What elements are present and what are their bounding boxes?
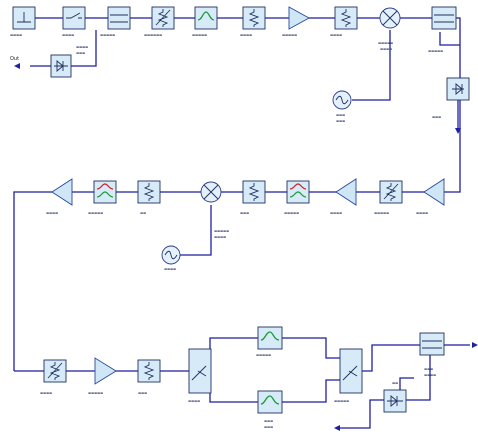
detector-block-right[interactable]: ▬▬▬	[432, 77, 470, 119]
svg-text:▬▬▬▬▬: ▬▬▬▬▬	[214, 229, 229, 233]
svg-text:▬▬▬▬: ▬▬▬▬	[188, 399, 200, 403]
svg-text:▬▬▬▬: ▬▬▬▬	[380, 47, 392, 51]
bandpass-filter-block-1[interactable]: ▬▬▬▬▬	[192, 6, 218, 37]
attenuator-block-1[interactable]: ▬▬▬▬	[240, 6, 266, 37]
svg-text:▬▬▬: ▬▬▬	[240, 211, 249, 215]
attenuator-block-4[interactable]: ▬▬	[137, 180, 161, 215]
svg-text:▬▬▬▬: ▬▬▬▬	[424, 373, 436, 377]
svg-text:▬▬▬: ▬▬▬	[432, 115, 441, 119]
svg-text:▬▬▬: ▬▬▬	[264, 425, 273, 429]
svg-text:▬▬▬▬: ▬▬▬▬	[76, 45, 88, 49]
mixer-block-2[interactable]: ▬▬▬▬▬ ▬▬▬▬	[200, 181, 229, 239]
svg-text:▬▬▬▬▬: ▬▬▬▬▬	[282, 33, 297, 37]
variable-attenuator-block-1[interactable]: ▬▬▬▬▬▬	[144, 6, 175, 37]
detector-block-bottom[interactable]: ▬▬	[383, 381, 407, 413]
switch-block-1[interactable]: ▬▬▬▬	[62, 6, 86, 37]
svg-text:▬▬▬: ▬▬▬	[336, 119, 345, 123]
attenuator-block-2[interactable]: ▬▬▬▬	[330, 6, 358, 37]
switch-block-2[interactable]: ▬▬▬▬	[188, 348, 212, 403]
svg-text:▬▬▬: ▬▬▬	[76, 51, 85, 55]
svg-text:▬▬▬▬▬: ▬▬▬▬▬	[88, 391, 103, 395]
svg-text:▬▬▬: ▬▬▬	[138, 391, 147, 395]
svg-text:▬▬: ▬▬	[392, 381, 398, 385]
svg-text:▬▬▬▬: ▬▬▬▬	[330, 211, 342, 215]
svg-text:▬▬▬▬▬: ▬▬▬▬▬	[192, 33, 207, 37]
svg-text:▬▬▬▬: ▬▬▬▬	[330, 33, 342, 37]
coupler-block-1[interactable]: ▬▬▬▬▬	[100, 6, 131, 37]
row-3-blocks: ▬▬▬▬ ▬▬▬▬▬ ▬▬▬ ▬▬▬▬ ▬▬▬▬▬ ▬▬▬ ▬▬▬	[40, 326, 478, 431]
svg-text:▬▬▬▬▬: ▬▬▬▬▬	[374, 211, 389, 215]
bandpass-filter-block-lower[interactable]: ▬▬▬ ▬▬▬	[257, 390, 283, 429]
svg-text:▬▬▬▬: ▬▬▬▬	[40, 391, 52, 395]
switch-block-3[interactable]: ▬▬▬▬▬	[334, 348, 363, 403]
svg-text:▬▬▬▬: ▬▬▬▬	[214, 235, 226, 239]
amplifier-block-1[interactable]: ▬▬▬▬▬	[282, 6, 310, 37]
svg-text:▬▬▬▬▬: ▬▬▬▬▬	[334, 399, 349, 403]
svg-text:▬▬▬▬: ▬▬▬▬	[164, 267, 176, 271]
variable-attenuator-block-2[interactable]: ▬▬▬▬▬	[374, 180, 403, 215]
coupler-block-3[interactable]: ▬▬▬ ▬▬▬▬	[419, 332, 445, 377]
row-2-blocks: ▬▬▬▬ ▬▬▬▬▬ ▬▬▬▬ ▬▬▬▬▬ ▬▬▬ ▬▬▬▬▬ ▬▬▬▬	[46, 178, 445, 271]
svg-text:▬▬▬▬: ▬▬▬▬	[416, 211, 428, 215]
svg-text:▬▬: ▬▬	[140, 211, 146, 215]
amplifier-block-3[interactable]: ▬▬▬▬	[330, 178, 357, 215]
filter-block-2[interactable]: ▬▬▬▬▬	[284, 180, 310, 215]
local-oscillator-1[interactable]: ▬▬▬ ▬▬▬	[332, 90, 352, 123]
arrow-right-icon	[472, 342, 478, 348]
signal-source-block[interactable]: ▬▬▬▬	[10, 6, 36, 37]
svg-text:▬▬▬▬▬: ▬▬▬▬▬	[428, 49, 443, 53]
svg-text:▬▬▬▬▬: ▬▬▬▬▬	[256, 353, 271, 357]
output-label-top: Out	[10, 56, 19, 62]
amplifier-block-5[interactable]: ▬▬▬▬▬	[88, 357, 117, 395]
svg-text:▬▬▬▬: ▬▬▬▬	[62, 33, 74, 37]
coupler-block-2[interactable]: ▬▬▬▬▬	[428, 6, 457, 53]
attenuator-block-3[interactable]: ▬▬▬	[240, 180, 266, 215]
svg-text:▬▬▬▬▬: ▬▬▬▬▬	[100, 33, 115, 37]
svg-text:▬▬▬▬▬▬: ▬▬▬▬▬▬	[144, 33, 162, 37]
arrow-left-icon-bottom	[334, 425, 340, 431]
attenuator-block-5[interactable]: ▬▬▬	[137, 359, 161, 395]
svg-text:▬▬▬: ▬▬▬	[336, 113, 345, 117]
variable-attenuator-block-3[interactable]: ▬▬▬▬	[40, 359, 67, 395]
svg-text:▬▬▬: ▬▬▬	[424, 367, 433, 371]
amplifier-block-2[interactable]: ▬▬▬▬	[416, 178, 445, 215]
detector-block-left[interactable]: ▬▬▬▬ ▬▬▬	[50, 45, 88, 78]
mixer-block-1[interactable]: ▬▬▬▬▬ ▬▬▬▬	[378, 7, 401, 51]
svg-text:▬▬▬: ▬▬▬	[264, 419, 273, 423]
amplifier-block-4[interactable]: ▬▬▬▬	[46, 178, 73, 215]
wires-row-1	[30, 17, 461, 176]
filter-block-3[interactable]: ▬▬▬▬▬	[88, 180, 117, 215]
wires-row-2	[13, 176, 461, 371]
svg-text:▬▬▬▬▬: ▬▬▬▬▬	[88, 211, 103, 215]
arrow-down-icon	[455, 128, 461, 134]
arrow-left-icon	[14, 63, 20, 69]
wires-row-3	[14, 337, 470, 429]
bandpass-filter-block-upper[interactable]: ▬▬▬▬▬	[256, 326, 283, 357]
svg-text:▬▬▬▬: ▬▬▬▬	[46, 211, 58, 215]
svg-text:▬▬▬▬: ▬▬▬▬	[240, 33, 252, 37]
svg-text:▬▬▬▬▬: ▬▬▬▬▬	[378, 41, 393, 45]
local-oscillator-2[interactable]: ▬▬▬▬	[161, 245, 181, 271]
svg-text:▬▬▬▬: ▬▬▬▬	[10, 33, 22, 37]
row-1-blocks: ▬▬▬▬ ▬▬▬▬ ▬▬▬▬▬ ▬▬▬▬▬▬ ▬▬▬▬▬	[10, 6, 470, 134]
svg-text:▬▬▬▬▬: ▬▬▬▬▬	[284, 211, 299, 215]
